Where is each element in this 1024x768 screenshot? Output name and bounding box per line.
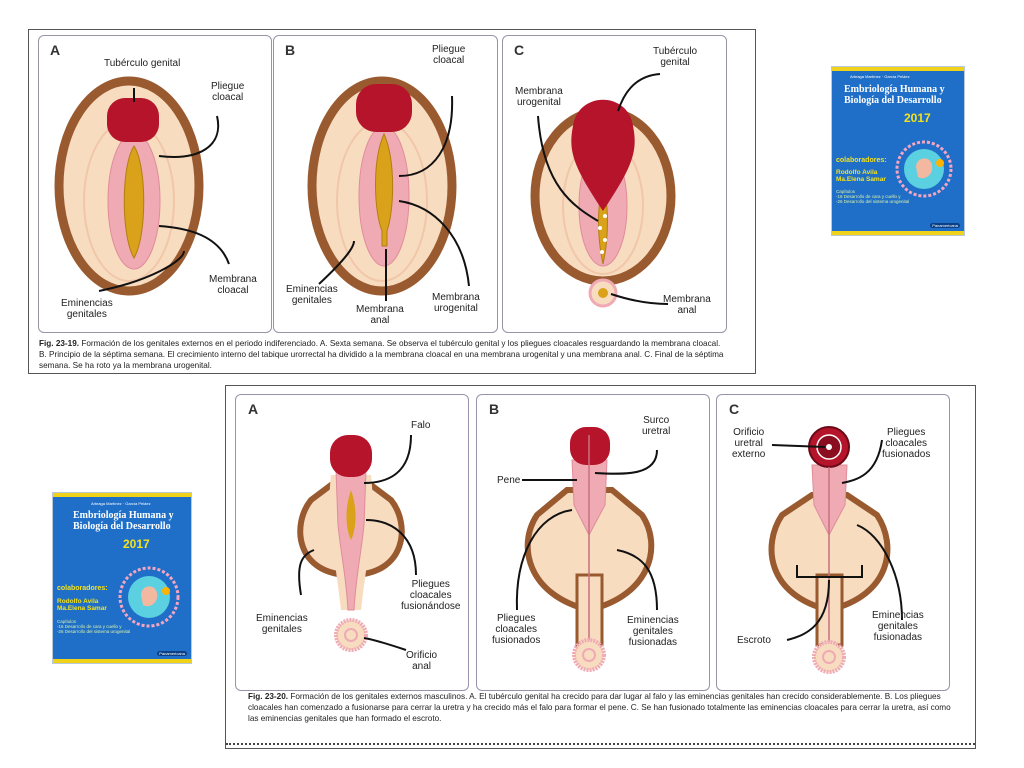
diagram-c-masculine [768, 426, 903, 674]
panel-c-masculine: C Orificio uretral externo Pliegues cloa… [716, 394, 950, 691]
cover-band-bottom [832, 231, 964, 235]
caption-number: Fig. 23-20. [248, 692, 289, 701]
label-membrana-anal: Membrana anal [356, 304, 404, 326]
label-pliegues-fusionandose: Pliegues cloacales fusionándose [401, 579, 461, 612]
embryo-illustration [118, 566, 180, 628]
panel-c-indifferent: C Tubérculo genital Membrana urogenital … [502, 35, 727, 333]
cover-collab-label: colaboradores: [57, 585, 108, 592]
caption-text: Formación de los genitales externos masc… [248, 692, 951, 723]
label-falo: Falo [411, 420, 431, 431]
label-pliegue-cloacal: Pliegue cloacal [432, 44, 466, 66]
diagram-b-masculine [515, 427, 658, 672]
cover-publisher: Panamericana [930, 223, 960, 228]
diagram-a-indifferent [54, 76, 230, 296]
label-membrana-urogenital: Membrana urogenital [432, 292, 480, 314]
caption-number: Fig. 23-19. [39, 339, 80, 348]
embryo-illustration [895, 140, 953, 198]
diagram-a-masculine [297, 434, 417, 652]
dotted-divider [226, 741, 975, 745]
diagram-c-indifferent [530, 73, 676, 308]
label-surco-uretral: Surco uretral [642, 415, 671, 437]
label-pliegues-fusionados: Pliegues cloacales fusionados [882, 427, 931, 460]
label-tuberculo-genital: Tubérculo genital [104, 58, 181, 69]
label-eminencias-fusionadas: Eminencias genitales fusionadas [872, 610, 924, 643]
cover-title: Embriología Humana y Biología del Desarr… [844, 84, 945, 106]
cover-title: Embriología Humana y Biología del Desarr… [73, 510, 174, 532]
cover-band [832, 67, 964, 71]
panel-b-indifferent: B Pliegue cloacal Eminencias genitales M… [273, 35, 498, 333]
cover-authors: Arteaga Martínez · García Peláez [850, 74, 910, 79]
cover-band-bottom [53, 659, 191, 663]
label-eminencias-genitales: Eminencias genitales [61, 298, 113, 320]
diagram-b-indifferent [307, 76, 470, 301]
panel-letter: A [50, 42, 61, 58]
label-escroto: Escroto [737, 635, 771, 646]
label-tuberculo-genital: Tubérculo genital [653, 46, 698, 68]
cover-collab-label: colaboradores: [836, 157, 887, 164]
label-pliegues-fusionados: Pliegues cloacales fusionados [492, 613, 541, 646]
cover-authors: Arteaga Martínez · García Peláez [91, 501, 151, 506]
panel-a-indifferent: A Tubérculo genital Pliegue cloacal Memb… [38, 35, 272, 333]
book-cover-right: Arteaga Martínez · García Peláez Embriol… [831, 66, 965, 236]
caption-fig-23-20: Fig. 23-20. Formación de los genitales e… [248, 691, 958, 724]
cover-year: 2017 [904, 111, 931, 125]
label-pene: Pene [497, 475, 521, 486]
panel-b-masculine: B Surco uretral Pene Pliegues cloacales … [476, 394, 710, 691]
cover-collab-names: Rodolfo Avila Ma.Elena Samar [57, 598, 107, 613]
cover-year: 2017 [123, 537, 150, 551]
label-membrana-urogenital: Membrana urogenital [515, 86, 563, 108]
label-eminencias-genitales: Eminencias genitales [256, 613, 308, 635]
panel-letter: C [514, 42, 525, 58]
cover-publisher: Panamericana [157, 651, 187, 656]
label-orificio-uretral-externo: Orificio uretral externo [732, 427, 766, 460]
cover-band [53, 493, 191, 497]
panel-letter: C [729, 401, 740, 417]
caption-fig-23-19: Fig. 23-19. Formación de los genitales e… [39, 338, 729, 371]
cover-chapters: Capítulos -16 Desarrollo de cara y cuell… [57, 619, 131, 634]
figure-23-20: A Falo Pliegues cloacales fusionándose E… [225, 385, 976, 749]
panel-letter: A [248, 401, 259, 417]
label-pliegue-cloacal: Pliegue cloacal [211, 81, 245, 103]
cover-chapters: Capítulos -16 Desarrollo de cara y cuell… [836, 189, 910, 204]
panel-letter: B [285, 42, 296, 58]
figure-23-19: A Tubérculo genital Pliegue cloacal Memb… [28, 29, 756, 374]
label-membrana-anal: Membrana anal [663, 294, 711, 316]
panel-a-masculine: A Falo Pliegues cloacales fusionándose E… [235, 394, 469, 691]
book-cover-left: Arteaga Martínez · García Peláez Embriol… [52, 492, 192, 664]
label-orificio-anal: Orificio anal [406, 650, 438, 672]
cover-collab-names: Rodolfo Avila Ma.Elena Samar [836, 169, 886, 184]
panel-letter: B [489, 401, 500, 417]
label-eminencias-fusionadas: Eminencias genitales fusionadas [627, 615, 679, 648]
label-membrana-cloacal: Membrana cloacal [209, 274, 257, 296]
caption-text: Formación de los genitales externos en e… [39, 339, 724, 370]
label-eminencias-genitales: Eminencias genitales [286, 284, 338, 306]
